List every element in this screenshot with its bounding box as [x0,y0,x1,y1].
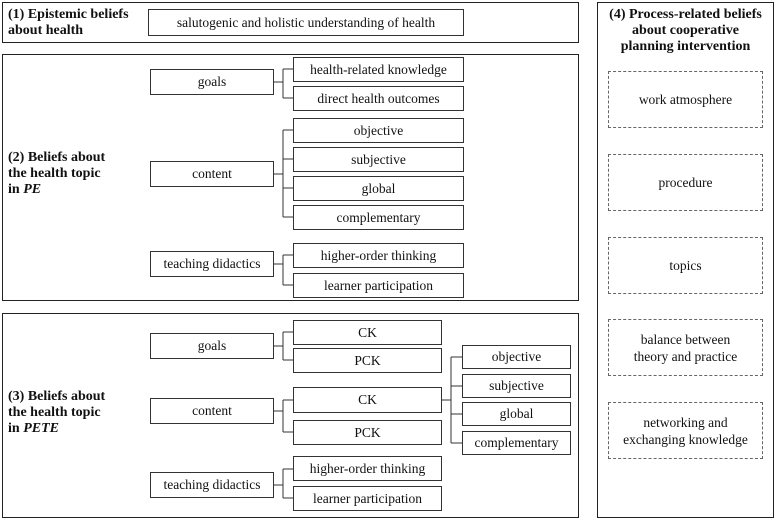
pe-didactics-item-1: higher-order thinking [293,243,464,268]
pe-goal-item-1: health-related knowledge [293,57,464,82]
section3-title: (3) Beliefs about the health topic in PE… [8,389,105,437]
section2-title-text: (2) Beliefs about the health topic in [8,150,106,197]
section3-title-em: PETE [23,421,59,436]
pe-content-box: content [150,161,274,187]
pe-didactics-item-2: learner participation [293,273,464,298]
section3-title-text: (3) Beliefs about the health topic in [8,389,106,436]
process-item-topics: topics [608,237,763,294]
pe-content-item-3: global [293,176,464,201]
pete-didactics-box: teaching didactics [150,472,274,498]
pete-goal-item-2: PCK [293,348,442,373]
pe-didactics-box: teaching didactics [150,251,274,277]
pete-goal-item-1: CK [293,320,442,345]
section2-title-em: PE [23,182,42,197]
pete-content-item-ck: CK [293,387,442,413]
pete-ck-item-4: complementary [462,431,571,455]
pete-content-item-pck: PCK [293,420,442,445]
pe-goal-item-2: direct health outcomes [293,86,464,111]
epistemic-belief-box: salutogenic and holistic understanding o… [148,9,464,36]
pe-content-item-1: objective [293,118,464,143]
process-item-balance: balance between theory and practice [608,319,763,376]
pe-goals-box: goals [150,69,274,95]
pete-didactics-item-1: higher-order thinking [293,456,442,481]
pe-content-item-4: complementary [293,205,464,230]
pe-content-item-2: subjective [293,147,464,172]
section2-title: (2) Beliefs about the health topic in PE [8,150,105,198]
process-item-networking: networking and exchanging knowledge [608,402,763,459]
pete-ck-item-3: global [462,402,571,426]
pete-ck-item-1: objective [462,345,571,369]
process-item-procedure: procedure [608,154,763,211]
pete-didactics-item-2: learner participation [293,486,442,511]
pete-ck-item-2: subjective [462,374,571,398]
pete-goals-box: goals [150,333,274,359]
process-item-work-atmosphere: work atmosphere [608,71,763,128]
section1-title: (1) Epistemic beliefs about health [8,7,129,38]
pete-content-box: content [150,398,274,424]
section4-title: (4) Process-related beliefs about cooper… [609,7,762,54]
